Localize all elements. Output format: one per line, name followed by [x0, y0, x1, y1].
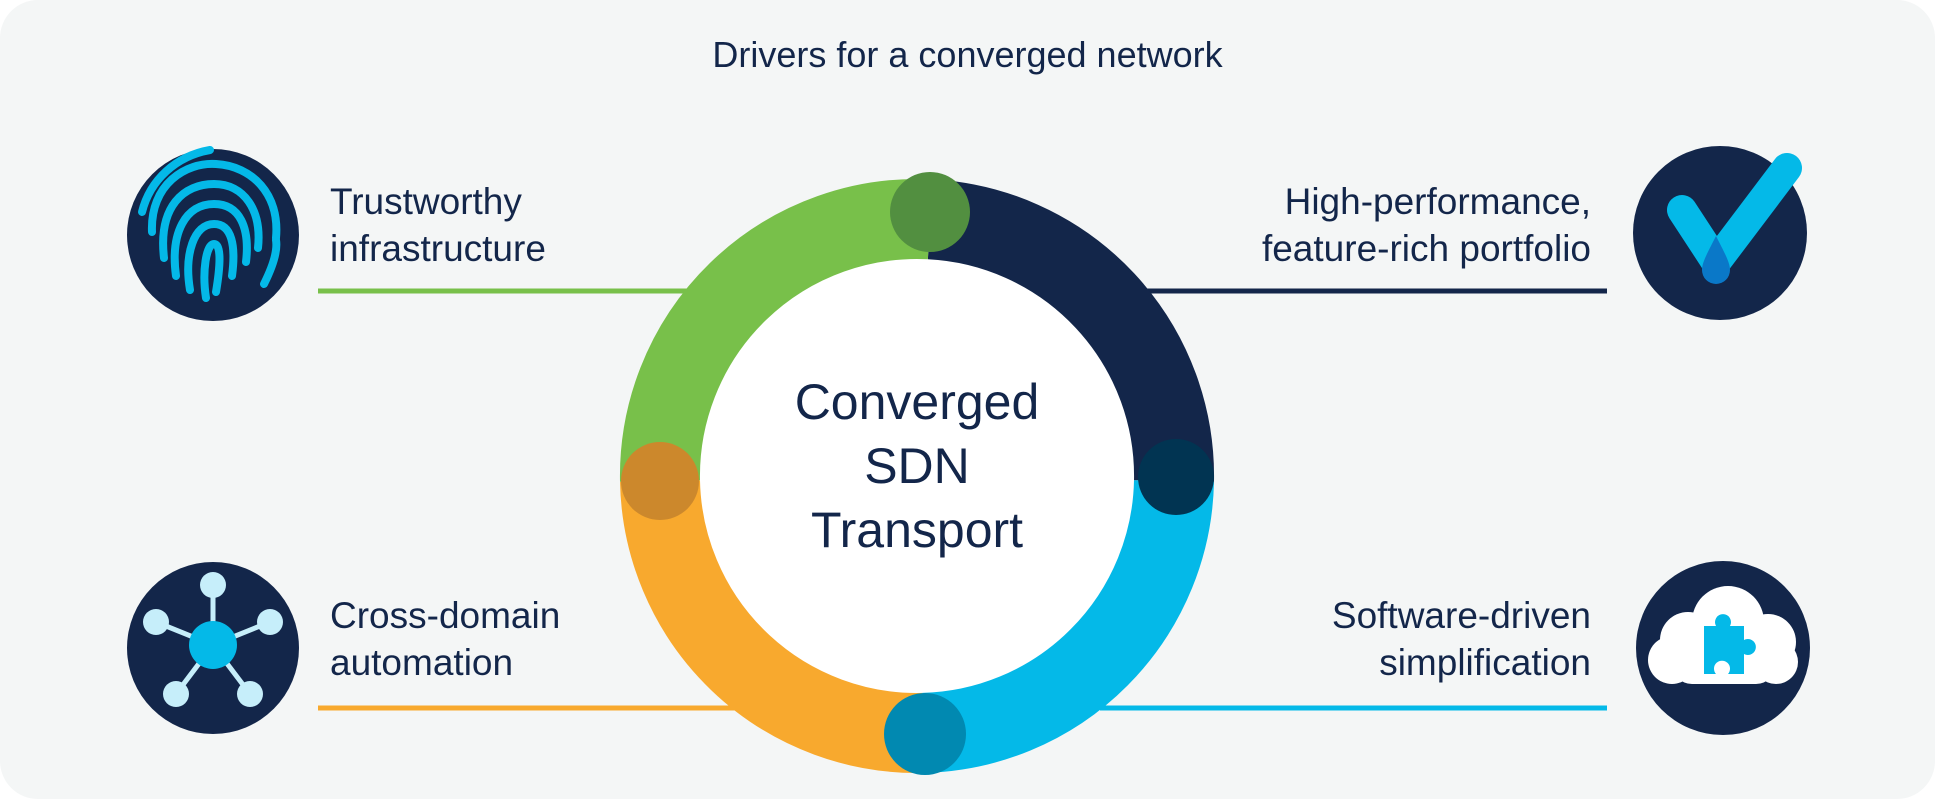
ring-junction-top [890, 172, 970, 252]
driver-label-line: simplification [1379, 642, 1591, 683]
center-label-line: Transport [810, 502, 1024, 558]
center-label: Converged SDN Transport [727, 370, 1107, 562]
driver-label-software-driven-simplification: Software-driven simplification [1332, 592, 1591, 686]
ring-segment-navy [927, 179, 1215, 482]
network-hub-icon [127, 562, 299, 734]
center-label-line: SDN [864, 438, 970, 494]
checkmark-icon [1633, 146, 1807, 320]
driver-label-line: High-performance, [1284, 181, 1591, 222]
diagram-title: Drivers for a converged network [712, 34, 1223, 75]
driver-label-trustworthy-infrastructure: Trustworthy infrastructure [330, 178, 546, 272]
driver-label-line: Trustworthy [330, 181, 522, 222]
driver-label-cross-domain-automation: Cross-domain automation [330, 592, 560, 686]
ring-segment-cyan [921, 479, 1214, 773]
driver-label-line: infrastructure [330, 228, 546, 269]
ring-center-disc [657, 216, 1177, 736]
ring-junction-right [1138, 439, 1214, 515]
ring-segment-green [619, 178, 932, 482]
driver-label-line: Software-driven [1331, 595, 1591, 636]
driver-label-high-performance-portfolio: High-performance, feature-rich portfolio [1262, 178, 1591, 272]
center-label-line: Converged [794, 374, 1040, 430]
driver-label-line: automation [330, 642, 514, 683]
driver-label-line: feature-rich portfolio [1261, 228, 1591, 269]
fingerprint-icon [127, 146, 299, 321]
driver-label-line: Cross-domain [330, 595, 561, 636]
cloud-puzzle-icon [1636, 561, 1810, 735]
ring-segment-orange [620, 479, 925, 773]
ring-junction-left [621, 442, 699, 520]
ring-junction-bottom [884, 693, 966, 775]
